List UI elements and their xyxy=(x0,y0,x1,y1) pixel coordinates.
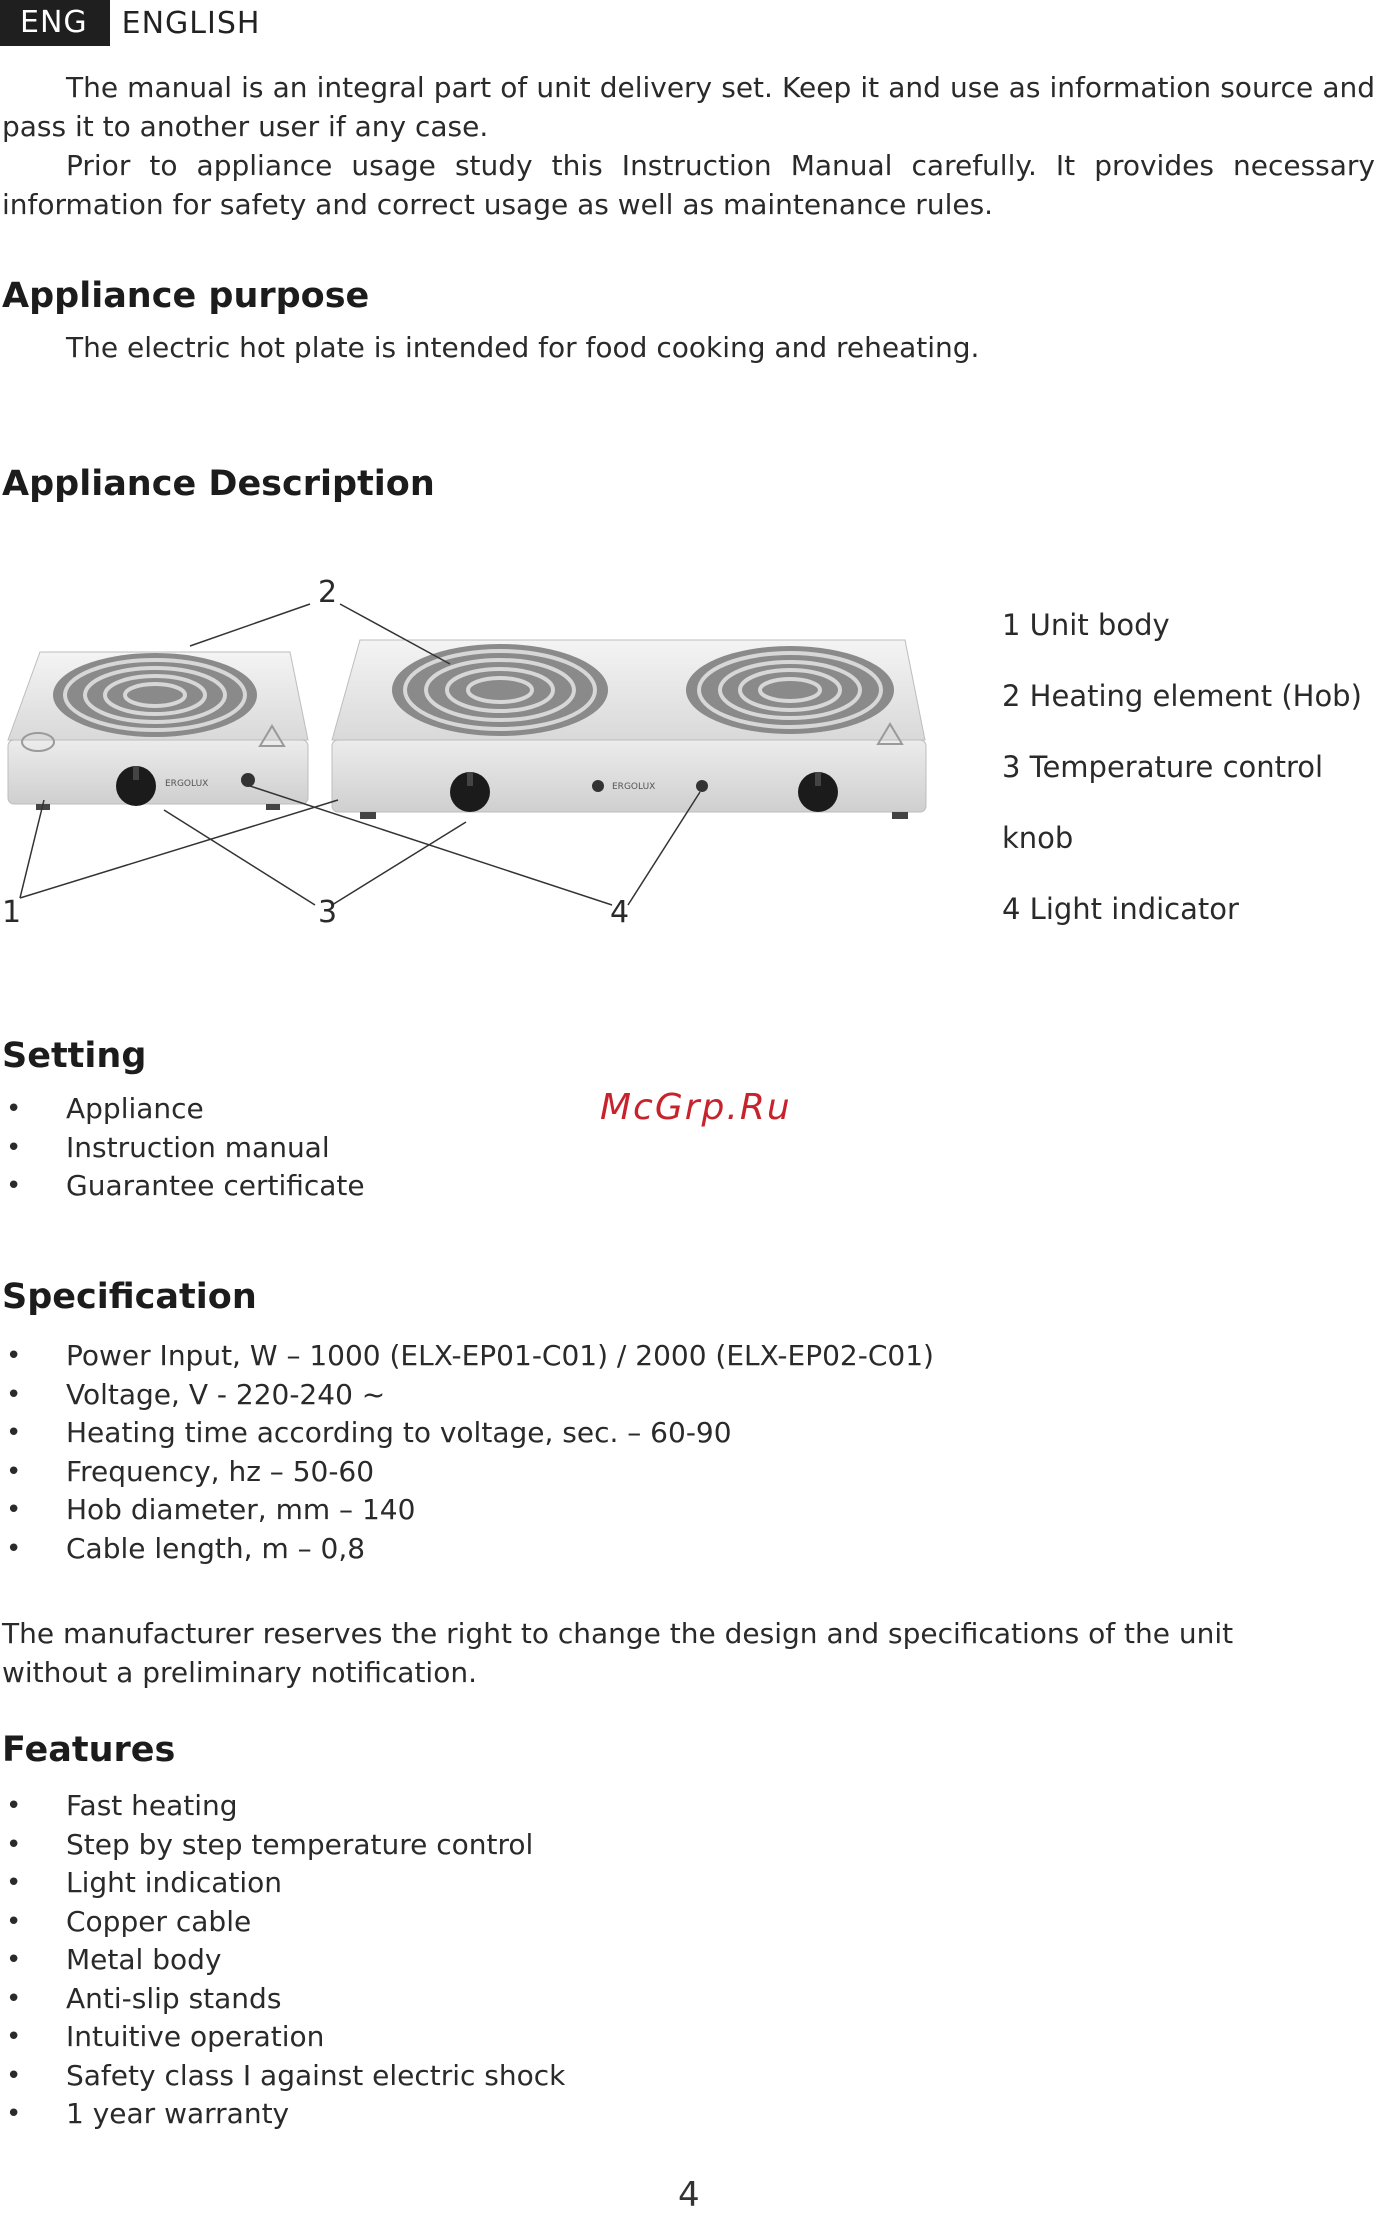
callout-3: 3 xyxy=(318,895,338,930)
language-code-badge: ENG xyxy=(0,0,110,46)
language-header: ENG ENGLISH xyxy=(0,0,260,46)
list-item: Cable length, m – 0,8 xyxy=(2,1530,934,1569)
legend-item-unit-body: 1 Unit body xyxy=(1002,608,1170,642)
callout-1: 1 xyxy=(2,895,22,930)
specification-heading: Specification xyxy=(2,1277,257,1317)
language-name: ENGLISH xyxy=(121,5,261,41)
features-heading: Features xyxy=(2,1730,176,1770)
description-heading: Appliance Description xyxy=(2,464,435,504)
purpose-text: The electric hot plate is intended for f… xyxy=(66,331,980,364)
warning-triangle-icon xyxy=(258,724,286,747)
heating-coil-right xyxy=(686,646,894,734)
list-item: Power Input, W – 1000 (ELX-EP01-C01) / 2… xyxy=(2,1337,934,1376)
temperature-knob-single xyxy=(116,766,156,806)
warning-triangle-icon xyxy=(876,722,904,745)
intro-paragraph-2: Prior to appliance usage study this Inst… xyxy=(2,149,1375,221)
list-item: Anti-slip stands xyxy=(2,1980,565,2019)
temperature-knob-right xyxy=(798,772,838,812)
purpose-heading: Appliance purpose xyxy=(2,276,370,316)
brand-label-single: ERGOLUX xyxy=(165,779,208,789)
setting-list: Appliance Instruction manual Guarantee c… xyxy=(2,1090,365,1206)
list-item: Intuitive operation xyxy=(2,2018,565,2057)
legend-item-heating-element: 2 Heating element (Hob) xyxy=(1002,679,1362,713)
list-item: Safety class I against electric shock xyxy=(2,2057,565,2096)
hot-plate-diagram: ERGOLUX ERGOLUX xyxy=(7,603,927,906)
list-item: Fast heating xyxy=(2,1787,565,1826)
list-item: Guarantee certificate xyxy=(2,1167,365,1206)
features-list: Fast heating Step by step temperature co… xyxy=(2,1787,565,2134)
temperature-knob-left xyxy=(450,772,490,812)
double-hot-plate: ERGOLUX xyxy=(331,639,927,819)
list-item: 1 year warranty xyxy=(2,2095,565,2134)
legend-item-light-indicator: 4 Light indicator xyxy=(1002,892,1239,926)
callout-leader-lines xyxy=(19,603,701,906)
page-number: 4 xyxy=(678,2175,700,2215)
intro-paragraph-1: The manual is an integral part of unit d… xyxy=(2,71,1375,143)
list-item: Heating time according to voltage, sec. … xyxy=(2,1414,934,1453)
list-item: Voltage, V - 220-240 ~ xyxy=(2,1376,934,1415)
specification-note: The manufacturer reserves the right to c… xyxy=(2,1617,1234,1689)
single-hot-plate: ERGOLUX xyxy=(7,651,309,810)
setting-heading: Setting xyxy=(2,1036,147,1076)
light-indicator-right xyxy=(696,780,708,792)
list-item: Frequency, hz – 50-60 xyxy=(2,1453,934,1492)
list-item: Hob diameter, mm – 140 xyxy=(2,1491,934,1530)
legend-item-temperature-knob: 3 Temperature control knob xyxy=(1002,750,1324,855)
light-indicator-single xyxy=(241,773,255,787)
callout-2: 2 xyxy=(318,575,338,610)
list-item: Light indication xyxy=(2,1864,565,1903)
description-legend: 1 Unit body 2 Heating element (Hob) 3 Te… xyxy=(1002,590,1389,945)
list-item: Copper cable xyxy=(2,1903,565,1942)
heating-coil-left xyxy=(392,644,608,736)
list-item: Metal body xyxy=(2,1941,565,1980)
heating-coil-single xyxy=(53,653,257,737)
callout-4: 4 xyxy=(610,895,630,930)
list-item: Instruction manual xyxy=(2,1129,365,1168)
brand-label-double: ERGOLUX xyxy=(612,782,655,792)
specification-list: Power Input, W – 1000 (ELX-EP01-C01) / 2… xyxy=(2,1337,934,1568)
list-item: Appliance xyxy=(2,1090,365,1129)
light-indicator-left xyxy=(592,780,604,792)
list-item: Step by step temperature control xyxy=(2,1826,565,1865)
watermark: McGrp.Ru xyxy=(600,1087,792,1128)
